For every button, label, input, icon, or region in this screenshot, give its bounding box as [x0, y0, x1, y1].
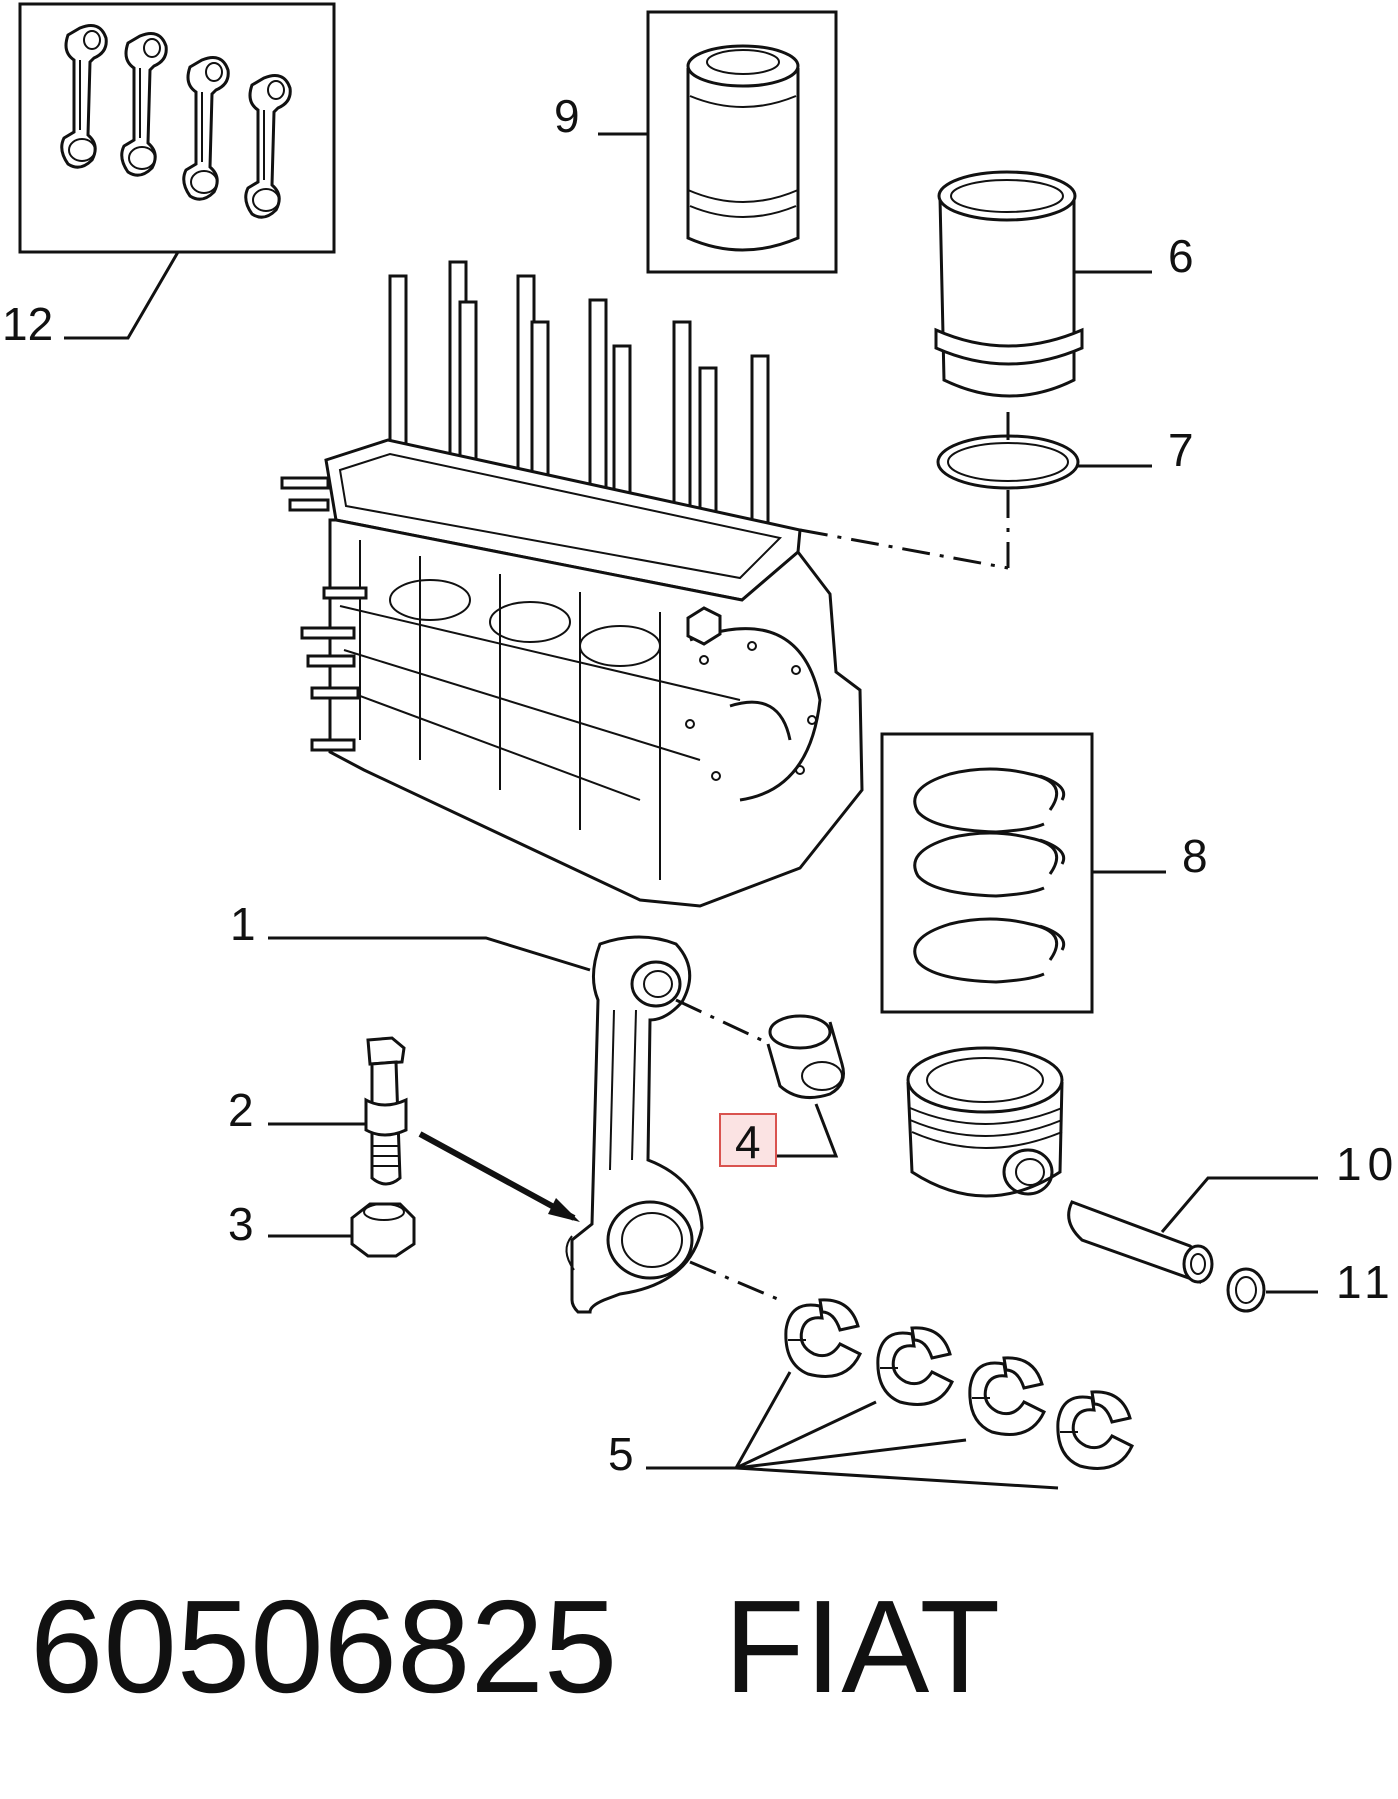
connecting-rod-illustration	[268, 935, 781, 1314]
callout-11: 11	[1336, 1256, 1396, 1308]
part-number: 60506825	[30, 1573, 617, 1720]
callout-6: 6	[1168, 230, 1194, 282]
cylinder-liner-illustration	[598, 10, 838, 274]
callout-4: 4	[735, 1116, 761, 1168]
callout-8: 8	[1182, 830, 1208, 882]
brand-name: FIAT	[724, 1573, 1000, 1720]
piston-illustration	[906, 1046, 1064, 1198]
piston-pin-illustration	[1067, 1176, 1318, 1284]
engine-block-illustration	[280, 260, 1009, 908]
bearing-shells-illustration	[646, 1298, 1134, 1490]
conrod-bolt-illustration	[268, 1036, 580, 1222]
conrod-nut-illustration	[268, 1202, 416, 1258]
circlip-illustration	[1226, 1267, 1318, 1313]
callout-3: 3	[228, 1198, 254, 1250]
seal-ring-illustration	[936, 412, 1152, 568]
callout-12: 12	[2, 298, 53, 350]
callout-7: 7	[1168, 424, 1194, 476]
callout-9: 9	[554, 90, 580, 142]
piston-rings-illustration	[880, 732, 1166, 1014]
callout-4-highlight[interactable]: 4	[719, 1113, 777, 1168]
small-end-bushing-illustration	[762, 1014, 845, 1158]
callout-1: 1	[230, 898, 256, 950]
callout-10: 10	[1336, 1138, 1398, 1190]
cylinder-sleeve-illustration	[934, 170, 1152, 398]
callout-2: 2	[228, 1084, 254, 1136]
conrod-set-illustration	[18, 2, 336, 340]
callout-5: 5	[608, 1428, 634, 1480]
